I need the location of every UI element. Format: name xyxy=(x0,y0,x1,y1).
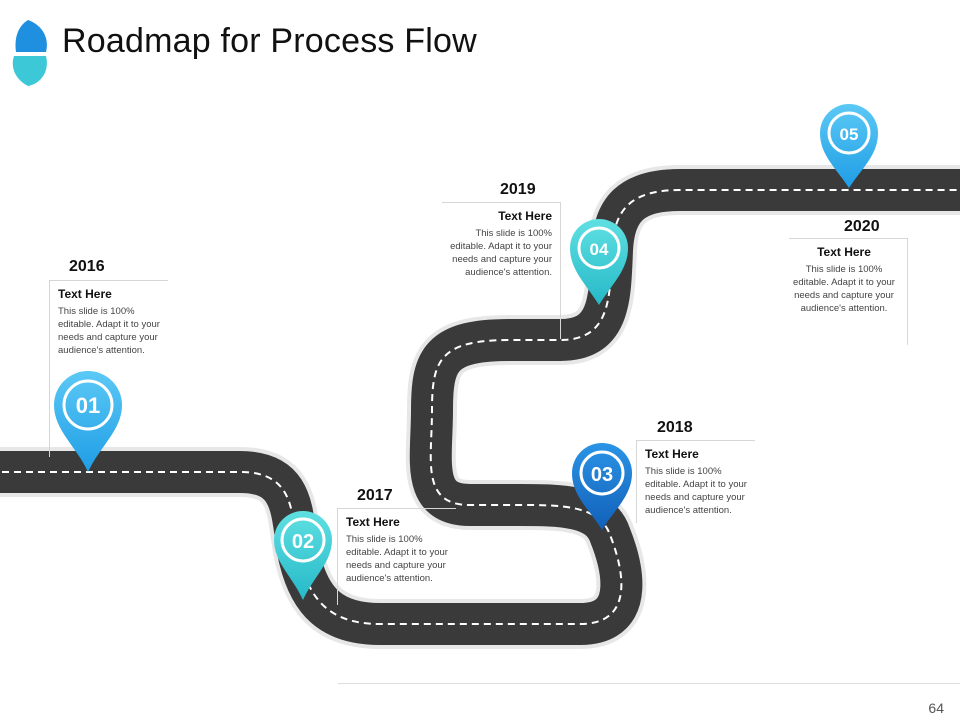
pin-number-02: 02 xyxy=(292,531,314,553)
milestone-pin-04: 04 xyxy=(570,219,628,305)
text-box-05: Text Here This slide is 100% editable. A… xyxy=(789,238,908,345)
year-2019: 2019 xyxy=(500,181,536,198)
brand-logo xyxy=(12,20,47,86)
text-box-body: This slide is 100% editable. Adapt it to… xyxy=(58,306,160,356)
text-box-02: Text Here This slide is 100% editable. A… xyxy=(337,508,456,605)
text-box-heading: Text Here xyxy=(58,287,112,301)
milestone-pin-02: 02 xyxy=(274,511,332,600)
text-box-heading: Text Here xyxy=(498,209,552,223)
year-2020: 2020 xyxy=(844,218,880,235)
text-box-heading: Text Here xyxy=(645,447,699,461)
text-box-heading: Text Here xyxy=(346,515,400,529)
milestone-pin-01: 01 xyxy=(54,371,122,472)
text-box-04: Text Here This slide is 100% editable. A… xyxy=(442,202,561,339)
pin-number-05: 05 xyxy=(840,125,859,144)
text-box-body: This slide is 100% editable. Adapt it to… xyxy=(346,534,448,584)
milestone-pin-05: 05 xyxy=(820,104,878,188)
text-box-body: This slide is 100% editable. Adapt it to… xyxy=(793,264,895,314)
page-title: Roadmap for Process Flow xyxy=(62,22,477,60)
milestone-pin-03: 03 xyxy=(572,443,632,530)
text-box-01: Text Here This slide is 100% editable. A… xyxy=(49,280,168,457)
footer-divider xyxy=(338,683,960,684)
text-box-heading: Text Here xyxy=(817,245,871,259)
year-2018: 2018 xyxy=(657,419,693,436)
text-box-body: This slide is 100% editable. Adapt it to… xyxy=(645,466,747,516)
year-2017: 2017 xyxy=(357,487,393,504)
pin-number-03: 03 xyxy=(591,464,613,486)
page-number: 64 xyxy=(928,700,944,716)
year-2016: 2016 xyxy=(69,258,105,275)
text-box-body: This slide is 100% editable. Adapt it to… xyxy=(450,228,552,278)
pin-number-01: 01 xyxy=(76,393,100,418)
text-box-03: Text Here This slide is 100% editable. A… xyxy=(636,440,755,523)
pin-number-04: 04 xyxy=(590,240,609,259)
